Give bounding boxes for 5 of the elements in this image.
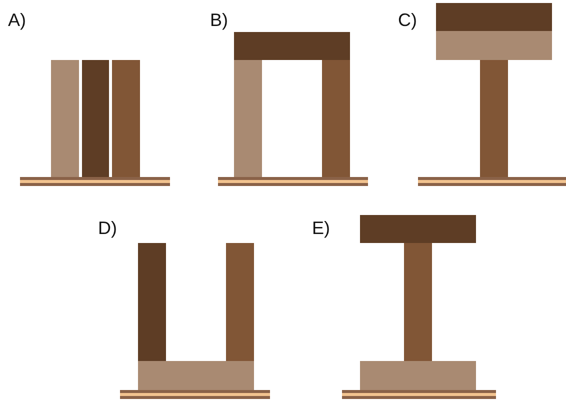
panel-label: B) [210, 10, 228, 30]
panel-label: A) [8, 10, 26, 30]
panel-label: D) [98, 218, 117, 238]
panel-label: E) [312, 218, 330, 238]
panel-label: C) [398, 10, 417, 30]
